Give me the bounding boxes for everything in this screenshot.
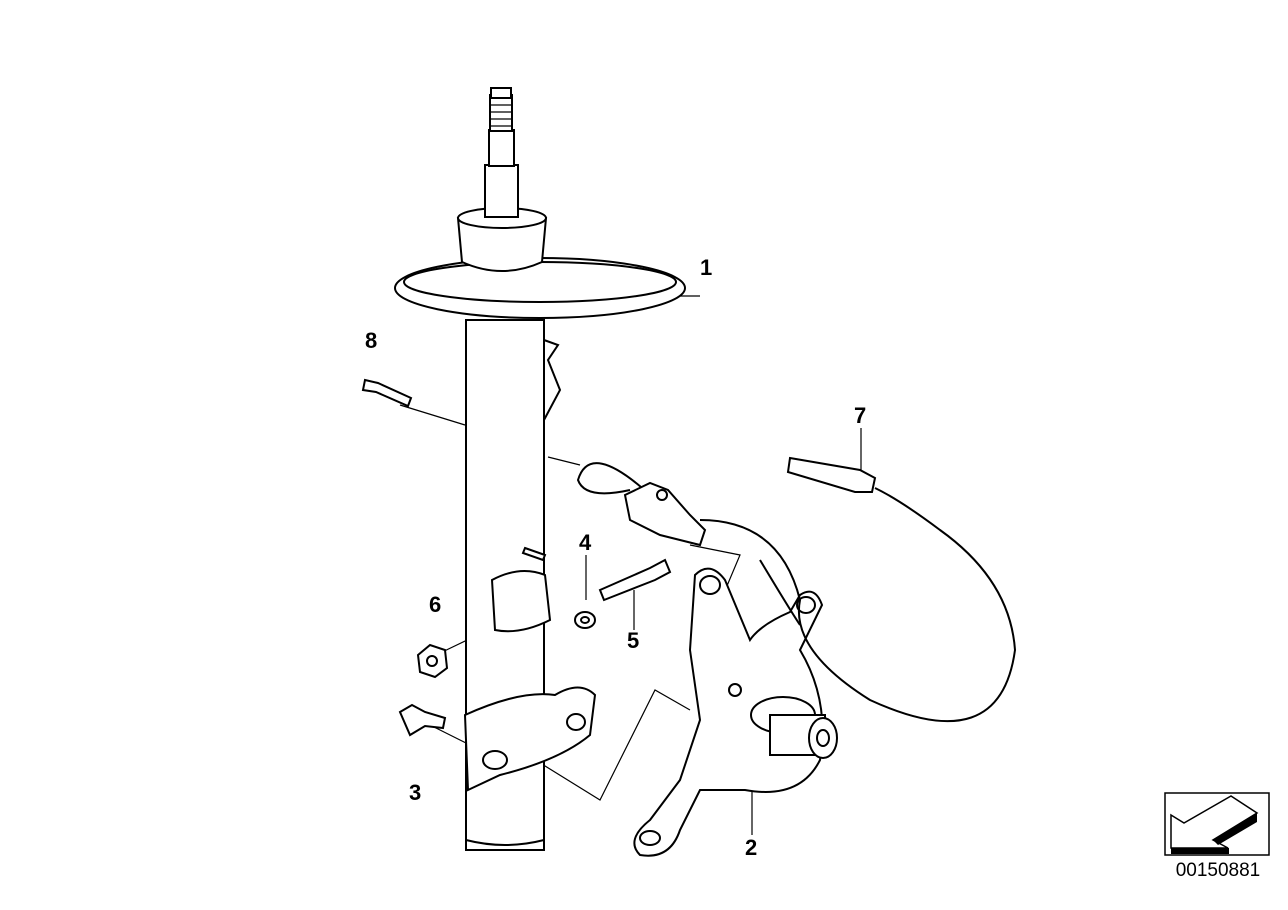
callout-7[interactable]: 7 xyxy=(854,403,867,428)
abs-sensor-and-cable xyxy=(576,456,1017,723)
fasteners xyxy=(361,378,672,737)
arrow-down-left-icon[interactable] xyxy=(1164,792,1270,856)
callout-5[interactable]: 5 xyxy=(627,628,640,653)
callout-1[interactable]: 1 xyxy=(700,255,713,280)
image-code: 00150881 xyxy=(1175,860,1261,881)
callout-6[interactable]: 6 xyxy=(429,592,442,617)
callout-3[interactable]: 3 xyxy=(409,780,422,805)
callout-4[interactable]: 4 xyxy=(579,530,592,555)
callout-2[interactable]: 2 xyxy=(745,835,758,860)
shock-absorber xyxy=(394,87,686,851)
callout-8[interactable]: 8 xyxy=(365,328,378,353)
steering-knuckle xyxy=(633,567,838,857)
